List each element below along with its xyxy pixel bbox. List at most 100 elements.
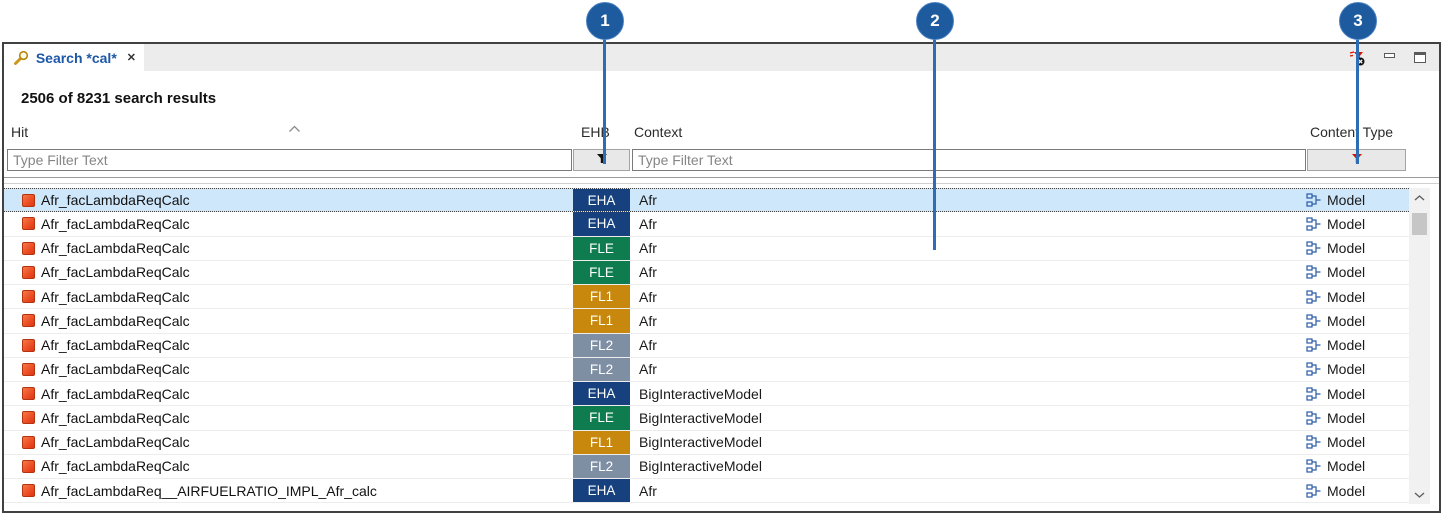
content-type-cell: Model [1306,261,1409,284]
hit-label: Afr_facLambdaReq__AIRFUELRATIO_IMPL_Afr_… [41,482,377,499]
hit-cell: Afr_facLambdaReqCalc [4,261,573,284]
model-icon [1306,387,1322,401]
hit-filter-input[interactable] [7,149,572,171]
tab-close-icon[interactable]: ✕ [126,52,136,64]
ehb-filter-button[interactable] [573,149,630,171]
content-type-label: Model [1327,192,1366,209]
content-type-cell: Model [1306,285,1409,308]
context-filter-input[interactable] [632,149,1306,171]
hit-cell: Afr_facLambdaReqCalc [4,358,573,381]
column-header-ehb[interactable]: EHB [581,124,610,140]
content-type-cell: Model [1306,382,1409,405]
hit-cell: Afr_facLambdaReq__AIRFUELRATIO_IMPL_Afr_… [4,479,573,502]
callout-line-2 [933,38,936,250]
content-type-cell: Model [1306,334,1409,357]
tab-search[interactable]: Search *cal* ✕ [4,44,144,71]
context-label: Afr [639,361,657,378]
vertical-scrollbar[interactable] [1409,188,1430,504]
column-header-context[interactable]: Context [634,124,683,140]
context-label: Afr [639,482,657,499]
hit-label: Afr_facLambdaReqCalc [41,434,190,451]
calibration-square-icon [22,411,35,425]
hit-cell: Afr_facLambdaReqCalc [4,334,573,357]
ehb-badge: FLE [573,406,630,430]
column-header-content-type[interactable]: Content Type [1310,124,1394,140]
context-label: Afr [639,288,657,305]
hit-label: Afr_facLambdaReqCalc [41,458,190,475]
table-row[interactable]: Afr_facLambdaReqCalc EHA Afr Model [4,212,1409,237]
callout-number: 3 [1353,11,1363,30]
hit-label: Afr_facLambdaReqCalc [41,337,190,354]
content-type-cell: Model [1306,237,1409,260]
ehb-badge: EHA [573,212,630,236]
view-tab-bar: Search *cal* ✕ [4,44,1439,71]
ehb-badge: FL2 [573,333,630,357]
content-type-label: Model [1327,458,1366,475]
table-row[interactable]: Afr_facLambdaReqCalc FL1 Afr Model [4,285,1409,310]
ehb-badge: FL2 [573,357,630,381]
ehb-badge: EHA [573,479,630,503]
hit-label: Afr_facLambdaReqCalc [41,264,190,281]
content-type-label: Model [1327,337,1366,354]
content-type-label: Model [1327,312,1366,329]
column-header-hit[interactable]: Hit [11,124,29,140]
ehb-badge: FL1 [573,285,630,309]
content-type-label: Model [1327,409,1366,426]
context-label: Afr [639,215,657,232]
hit-label: Afr_facLambdaReqCalc [41,288,190,305]
content-type-cell: Model [1306,455,1409,478]
hit-label: Afr_facLambdaReqCalc [41,409,190,426]
context-label: Afr [639,240,657,257]
content-type-cell: Model [1306,309,1409,332]
model-icon [1306,193,1322,207]
hit-label: Afr_facLambdaReqCalc [41,215,190,232]
scroll-up-icon[interactable] [1409,188,1430,207]
scroll-down-icon[interactable] [1409,485,1430,504]
content-type-cell: Model [1306,479,1409,502]
table-row[interactable]: Afr_facLambdaReqCalc FL2 BigInteractiveMod… [4,454,1409,479]
sort-ascending-icon[interactable] [288,120,301,138]
hit-label: Afr_facLambdaReqCalc [41,192,190,209]
callout-badge-2: 2 [916,2,954,40]
content-type-cell: Model [1306,212,1409,235]
content-type-cell: Model [1306,431,1409,454]
callout-number: 2 [930,11,940,30]
minimize-icon[interactable] [1380,50,1398,66]
model-icon [1306,241,1322,255]
ehb-badge: FL2 [573,454,630,478]
hit-cell: Afr_facLambdaReqCalc [4,431,573,454]
table-row[interactable]: Afr_facLambdaReq__AIRFUELRATIO_IMPL_Afr_… [4,479,1409,504]
calibration-square-icon [22,217,35,231]
callout-line-3 [1356,38,1359,164]
callout-badge-1: 1 [586,2,624,40]
ehb-badge: EHA [573,382,630,406]
maximize-icon[interactable] [1411,50,1429,66]
callout-line-1 [603,38,606,164]
context-label: BigInteractiveModel [639,458,762,475]
content-type-label: Model [1327,215,1366,232]
hit-cell: Afr_facLambdaReqCalc [4,382,573,405]
table-row[interactable]: Afr_facLambdaReqCalc FL2 Afr Model [4,333,1409,358]
hit-cell: Afr_facLambdaReqCalc [4,406,573,429]
header-separator-top [4,177,1439,178]
context-label: Afr [639,337,657,354]
calibration-square-icon [22,314,35,328]
calibration-square-icon [22,290,35,304]
ehb-badge: EHA [573,189,630,212]
context-label: BigInteractiveModel [639,434,762,451]
content-type-label: Model [1327,240,1366,257]
content-type-label: Model [1327,482,1366,499]
scrollbar-thumb[interactable] [1412,213,1427,235]
callout-badge-3: 3 [1339,2,1377,40]
search-icon [12,50,30,66]
model-icon [1306,411,1322,425]
header-separator-bottom [4,183,1439,184]
